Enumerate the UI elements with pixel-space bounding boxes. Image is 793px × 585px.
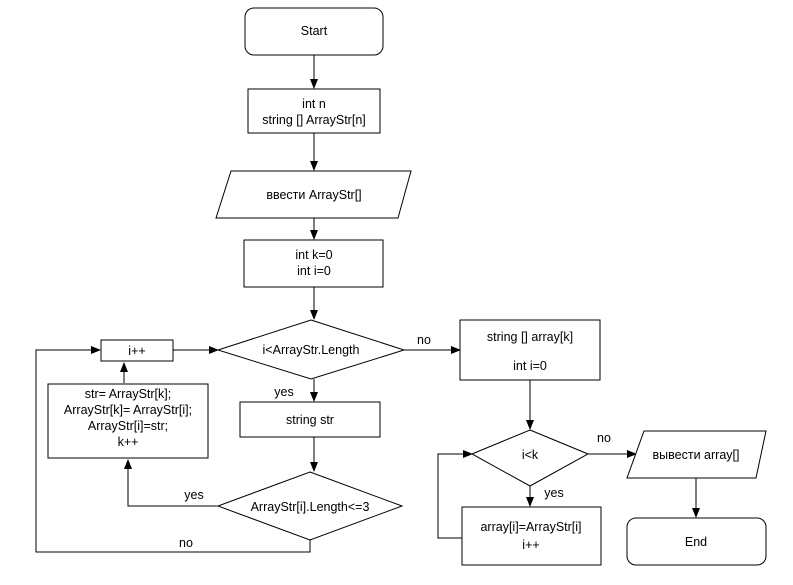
strlen-decision-label: ArrayStr[i].Length<=3 [251, 500, 370, 514]
increment-i-label: i++ [128, 344, 145, 358]
edge-label-main-no: no [417, 333, 431, 347]
start-label: Start [301, 24, 328, 38]
edge-label-main-yes: yes [274, 385, 293, 399]
init-k-label: int k=0 [295, 248, 332, 262]
declare-str-label: string str [286, 413, 334, 427]
strlen-decision [216, 471, 404, 541]
assign-label: array[i]=ArrayStr[i] [480, 520, 581, 534]
declare-str-process [239, 401, 381, 438]
i-less-k-label: i<k [522, 448, 539, 462]
length-decision-label: i<ArrayStr.Length [263, 343, 360, 357]
length-decision [216, 319, 406, 380]
end-label: End [685, 535, 707, 549]
declare-array-label: string [] array[k] [487, 330, 573, 344]
input-parallelogram [215, 170, 412, 219]
init-kmi-process [243, 239, 384, 288]
input-label: ввести ArrayStr[] [266, 188, 361, 202]
declare-n-process [247, 88, 381, 134]
edge-label-k-no: no [597, 431, 611, 445]
output-label: вывести array[] [653, 448, 740, 462]
swap-line-2: ArrayStr[k]= ArrayStr[i]; [64, 403, 192, 417]
edge-lencond-no [35, 346, 311, 553]
increment-i-process [100, 339, 174, 362]
edge-lencond-yes [124, 459, 218, 507]
end-terminal [626, 517, 767, 566]
edge-label-len-no: no [179, 536, 193, 550]
assign-increment-label: i++ [522, 538, 539, 552]
declare-array-process [459, 319, 601, 381]
swap-line-1: str= ArrayStr[k]; [85, 387, 171, 401]
edge-label-len-yes: yes [184, 488, 203, 502]
output-parallelogram [626, 430, 767, 479]
swap-line-3: ArrayStr[i]=str; [88, 419, 168, 433]
init-i-label: int i=0 [297, 264, 331, 278]
assign-array-process [461, 506, 602, 566]
declare-n-label: int n [302, 97, 326, 111]
swap-process [47, 383, 209, 459]
i-less-k-decision [470, 429, 590, 487]
edge-assign-loop [437, 450, 473, 539]
swap-line-4: k++ [118, 435, 139, 449]
reset-i-label: int i=0 [513, 359, 547, 373]
connectors [35, 55, 700, 553]
start-terminal [244, 7, 384, 56]
declare-array-str-label: string [] ArrayStr[n] [262, 113, 366, 127]
edge-label-k-yes: yes [544, 486, 563, 500]
